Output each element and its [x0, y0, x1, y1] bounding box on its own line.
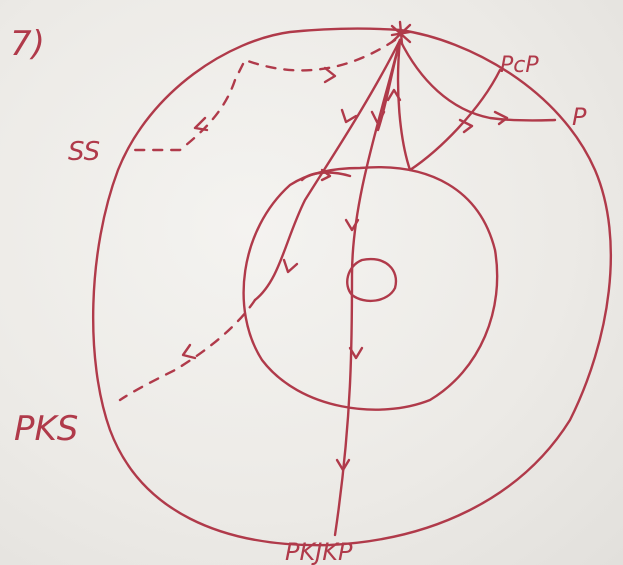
outer-core-circle: [244, 167, 498, 409]
inner-core-circle: [347, 259, 396, 301]
ss-label: SS: [68, 137, 100, 167]
pcp-label: PcP: [500, 53, 539, 78]
pkikp-ray: [335, 40, 400, 535]
s-dash-arrow-3: [183, 345, 195, 358]
core-ray-left-arrow-2: [284, 260, 297, 272]
p-ray-arrow-1: [460, 120, 472, 132]
s-dash-arrow-1: [325, 68, 335, 82]
p-label: P: [572, 103, 587, 131]
problem-number: 7): [10, 24, 45, 64]
pks-label: PKS: [14, 409, 78, 449]
pkikp-label: PKJKP: [285, 538, 353, 565]
